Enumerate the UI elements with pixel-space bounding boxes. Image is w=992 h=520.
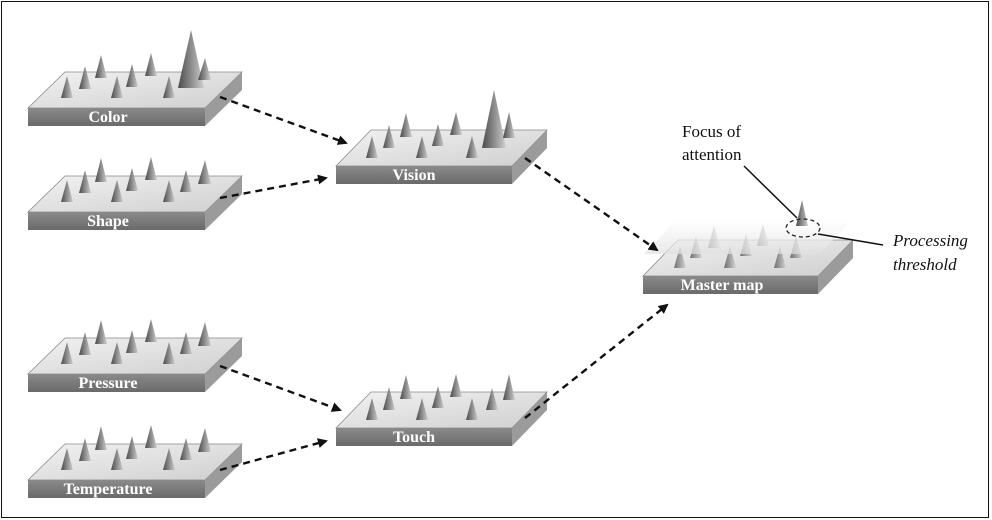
- focus-circle: [785, 218, 821, 238]
- modality-map-vision: Vision: [335, 90, 548, 184]
- activation-peaks: [366, 90, 515, 158]
- modality-map-touch: Touch: [335, 374, 548, 446]
- master-map-label: Master map: [681, 277, 764, 294]
- feature-map-label: Temperature: [64, 481, 153, 498]
- feature-map-temperature: Temperature: [27, 425, 243, 498]
- activation-peaks: [61, 157, 211, 202]
- arrow-pressure-to-touch: [219, 364, 342, 412]
- master-map: Master map: [642, 200, 854, 294]
- arrow-vision-to-master: [524, 157, 659, 252]
- threshold-label-line2: threshold: [893, 255, 957, 274]
- modality-map-label: Vision: [393, 167, 436, 184]
- arrow-temperature-to-touch: [219, 438, 328, 472]
- feature-map-shape: Shape: [27, 157, 243, 230]
- activation-peaks: [366, 374, 515, 420]
- focus-label-line2: attention: [682, 145, 742, 164]
- processing-threshold-plane: [644, 220, 852, 254]
- activation-peaks: [61, 319, 211, 364]
- feature-map-label: Pressure: [79, 375, 138, 392]
- focus-annotation: Focus of attention: [682, 122, 798, 219]
- arrow-touch-to-master: [524, 303, 669, 419]
- focus-peak: [796, 200, 808, 226]
- arrow-color-to-vision: [219, 95, 348, 145]
- feature-map-label: Shape: [87, 213, 129, 230]
- feature-map-color: Color: [27, 30, 243, 126]
- modality-map-label: Touch: [393, 429, 435, 446]
- threshold-label-line1: Processing: [892, 231, 968, 250]
- activation-peaks: [61, 30, 211, 98]
- activation-peaks: [61, 425, 211, 470]
- arrow-shape-to-vision: [219, 174, 328, 200]
- feature-map-pressure: Pressure: [27, 319, 243, 392]
- focus-label-line1: Focus of: [682, 122, 741, 141]
- feature-map-label: Color: [88, 109, 127, 126]
- threshold-annotation: Processing threshold: [817, 231, 968, 274]
- arrows: [219, 95, 669, 472]
